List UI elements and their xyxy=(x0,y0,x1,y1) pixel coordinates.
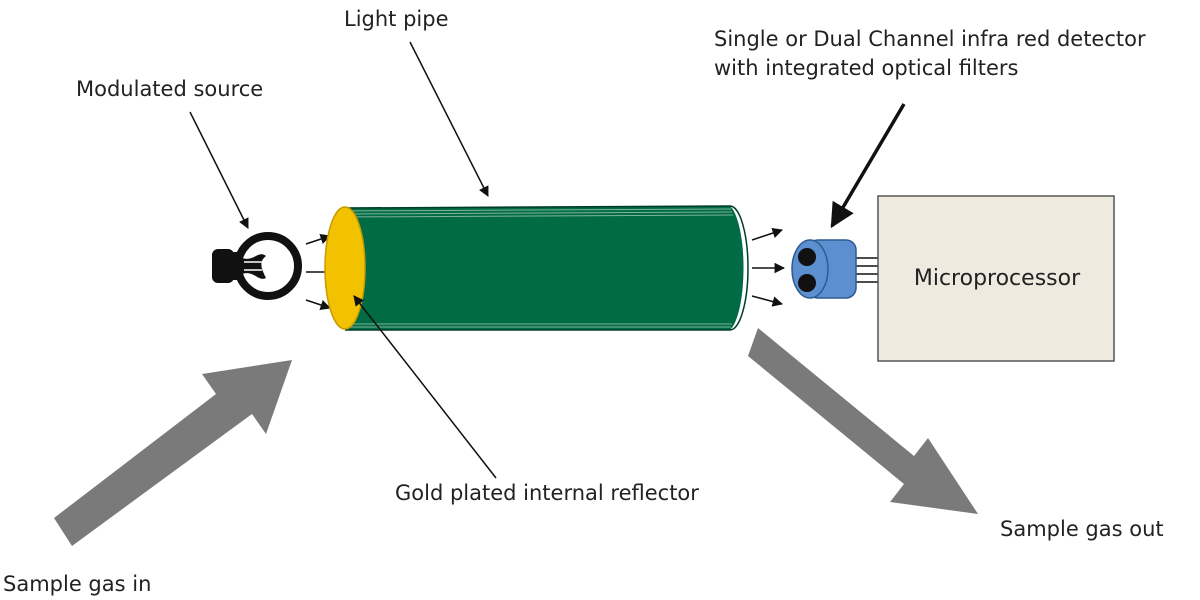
lamp-icon xyxy=(212,232,302,300)
gas-out-arrow xyxy=(748,328,978,514)
microprocessor-label: Microprocessor xyxy=(913,266,1081,291)
gold-reflector-label: Gold plated internal reflector xyxy=(395,481,699,505)
light-pipe xyxy=(344,205,749,331)
exit-rays xyxy=(751,228,786,307)
detector-leader xyxy=(830,103,906,229)
detector-label-line1: Single or Dual Channel infra red detecto… xyxy=(714,27,1146,51)
ir-detector xyxy=(791,239,878,299)
modulated-source-leader xyxy=(189,111,249,229)
modulated-source-label: Modulated source xyxy=(76,77,264,101)
microprocessor-box xyxy=(877,195,1115,362)
gas-in-arrow xyxy=(54,360,292,546)
light-pipe-label: Light pipe xyxy=(344,7,449,31)
light-pipe-leader xyxy=(409,41,489,197)
sample-gas-out-label: Sample gas out xyxy=(1000,517,1164,541)
gold-reflector xyxy=(324,206,366,330)
gold-reflector-leader xyxy=(353,295,497,479)
detector-label-line2: with integrated optical filters xyxy=(714,56,1019,80)
sample-gas-in-label: Sample gas in xyxy=(3,572,152,596)
